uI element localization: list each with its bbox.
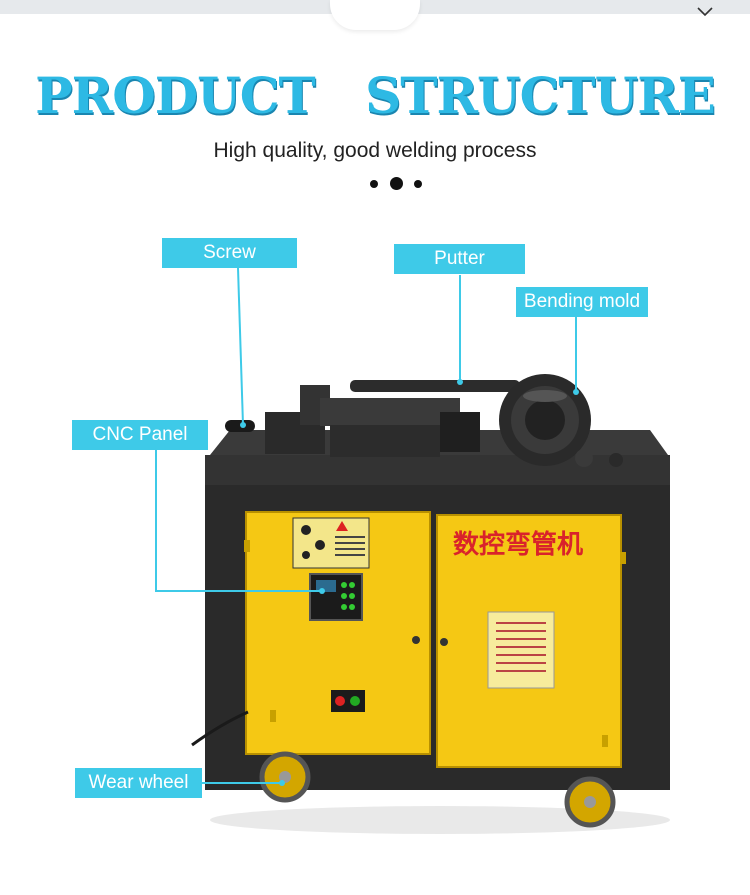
carousel-dots [368,177,428,191]
label-screw: Screw [162,238,297,268]
label-cnc-panel: CNC Panel [72,420,208,450]
label-bending-mold: Bending mold [516,287,648,317]
label-putter: Putter [394,244,525,274]
label-wear-wheel: Wear wheel [75,768,202,798]
door-sign: 数控弯管机 [453,529,583,560]
page-subtitle: High quality, good welding process [213,139,537,162]
cnc-panel-callout-line [155,450,322,592]
collapse-tab[interactable] [330,0,713,30]
dot-indicator [370,180,378,188]
page-title: PRODUCT STRUCTURE [35,66,716,125]
chevron-down-icon[interactable] [696,4,714,18]
dot-indicator-active [390,177,403,190]
screw-callout-line [237,267,244,426]
dot-indicator [414,180,422,188]
